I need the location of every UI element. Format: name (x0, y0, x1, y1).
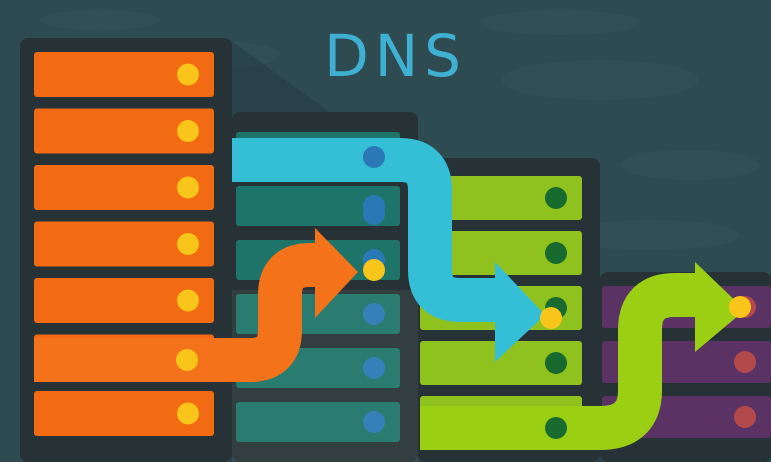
texture-patch (620, 150, 760, 180)
orange-arrow-icon-body (34, 243, 332, 382)
led-indicator (734, 351, 756, 373)
led-indicator (177, 289, 199, 312)
orange-server-panel (34, 221, 214, 267)
teal-server-panel (236, 186, 400, 226)
orange-server-panel (34, 108, 214, 154)
texture-patch (560, 220, 740, 250)
texture-patch (500, 60, 700, 100)
texture-patch (480, 10, 640, 35)
led-indicator (177, 233, 199, 255)
green-server-panel (420, 231, 582, 275)
led-indicator (545, 417, 567, 439)
led-indicator (545, 187, 567, 209)
led-indicator (177, 176, 199, 199)
led-indicator (545, 242, 567, 264)
orange-server-panel (34, 391, 214, 436)
blue-arrow-icon-body (232, 138, 500, 322)
led-indicator (363, 411, 385, 433)
led-indicator (176, 349, 198, 371)
led-indicator (729, 296, 751, 318)
led-indicator (177, 63, 199, 86)
green-server-panel (420, 176, 582, 220)
green-arrow-icon (695, 262, 745, 352)
orange-arrow-icon (315, 228, 358, 318)
texture-patch (40, 10, 160, 30)
led-indicator (177, 120, 199, 142)
led-indicator (363, 203, 385, 225)
led-indicator (177, 402, 199, 425)
teal-server-panel (236, 402, 400, 442)
led-indicator (363, 146, 385, 168)
led-indicator (363, 303, 385, 325)
orange-server-panel (34, 52, 214, 97)
orange-server-panel (34, 165, 214, 210)
led-indicator (363, 259, 385, 281)
led-indicator (540, 307, 562, 329)
led-indicator (734, 406, 756, 428)
green-arrow-icon-body (420, 273, 700, 450)
green-server-panel (420, 341, 582, 385)
led-indicator (545, 352, 567, 374)
led-indicator (363, 357, 385, 379)
blue-arrow-icon (495, 262, 545, 362)
orange-server-panel (34, 278, 214, 323)
